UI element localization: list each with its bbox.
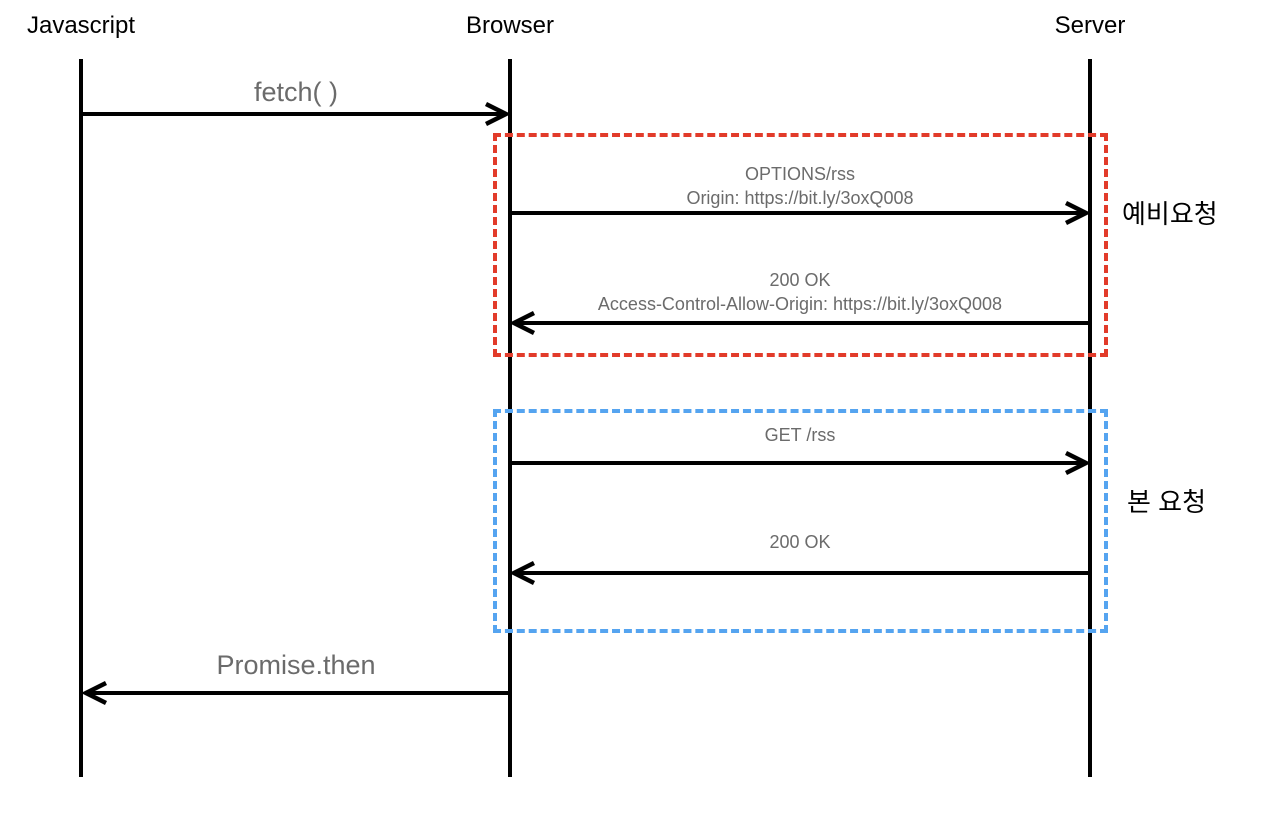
arrowhead-right-icon [1064, 450, 1090, 476]
preflight-request-arrow-graphic [510, 200, 1090, 226]
preflight-request-label: OPTIONS/rss Origin: https://bit.ly/3oxQ0… [510, 162, 1090, 210]
main-response-arrow [510, 557, 1090, 589]
promise-then-arrow [82, 677, 510, 709]
arrowhead-right-icon [484, 101, 510, 127]
main-response-label: 200 OK [769, 532, 831, 552]
lifeline-browser [508, 59, 512, 777]
arrowhead-left-icon [510, 310, 536, 336]
arrowhead-right-icon [1064, 200, 1090, 226]
promise-then-label: Promise.then [216, 650, 376, 680]
actor-label-browser: Browser [465, 12, 555, 39]
preflight-group-box [493, 133, 1108, 357]
main-request-label: GET /rss [764, 425, 836, 445]
main-request-arrow-graphic [510, 450, 1090, 476]
preflight-response-line1: 200 OK [769, 270, 831, 290]
preflight-response-label: 200 OK Access-Control-Allow-Origin: http… [510, 268, 1090, 316]
fetch-arrow [82, 98, 510, 130]
preflight-response-arrow [510, 307, 1090, 339]
main-request-group-box [493, 409, 1108, 633]
fetch-message-label: fetch( ) [253, 77, 339, 107]
main-request-arrow [510, 447, 1090, 479]
actor-label-javascript: Javascript [26, 12, 136, 39]
main-response-arrow-graphic [510, 560, 1090, 586]
preflight-request-arrow [510, 197, 1090, 229]
preflight-response-line2: Access-Control-Allow-Origin: https://bit… [597, 294, 1003, 314]
lifeline-server [1088, 59, 1092, 777]
arrowhead-left-icon [82, 680, 108, 706]
arrowhead-left-icon [510, 560, 536, 586]
actor-label-server: Server [1054, 12, 1126, 39]
preflight-request-line1: OPTIONS/rss [744, 164, 855, 184]
preflight-response-arrow-graphic [510, 310, 1090, 336]
promise-then-arrow-graphic [82, 680, 510, 706]
preflight-group-label: 예비요청 [1122, 199, 1218, 229]
lifeline-javascript [79, 59, 83, 777]
fetch-arrow-graphic [82, 101, 510, 127]
preflight-request-line2: Origin: https://bit.ly/3oxQ008 [686, 188, 914, 208]
main-request-group-label: 본 요청 [1127, 487, 1206, 517]
